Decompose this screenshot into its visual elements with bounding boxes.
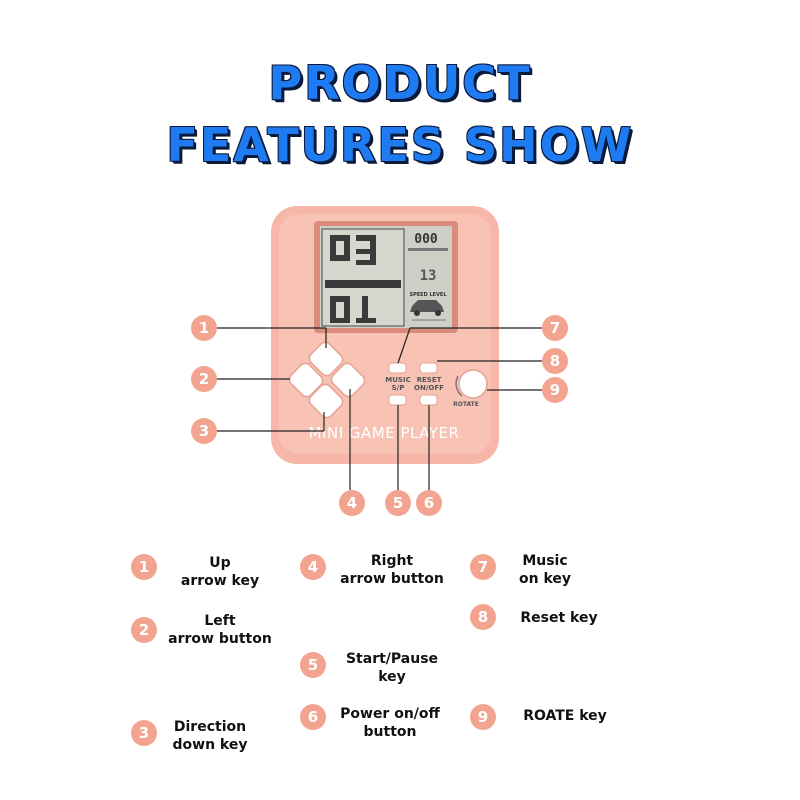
- callout-9: 9: [550, 381, 560, 399]
- legend-9-line1: ROATE key: [523, 708, 607, 724]
- legend-item-power: Power on/off button: [326, 705, 454, 741]
- callout-5: 5: [393, 494, 403, 512]
- callout-4: 4: [347, 494, 357, 512]
- reset-label: RESET: [417, 376, 442, 384]
- legend-3-line2: down key: [172, 737, 248, 753]
- legend-item-rotate: ROATE key: [500, 707, 630, 725]
- brand-text: MINI GAME PLAYER: [309, 424, 460, 442]
- legend-badge-5: 5: [300, 652, 326, 678]
- legend-1-line1: Up: [209, 555, 231, 571]
- legend-5-line2: key: [378, 669, 406, 685]
- music-label: MUSIC: [385, 376, 410, 384]
- callout-6: 6: [424, 494, 434, 512]
- legend-4-line1: Right: [370, 553, 414, 569]
- sp-label: S/P: [392, 384, 405, 392]
- tetris-blocks: [325, 235, 401, 323]
- legend-5-line1: Start/Pause: [345, 651, 439, 667]
- legend-7-line2: on key: [518, 571, 571, 587]
- callout-8: 8: [550, 352, 560, 370]
- legend-3-line1: Direction: [173, 719, 247, 735]
- score-readout: 000: [414, 232, 438, 247]
- score-bar: [408, 248, 448, 251]
- callout-badges: [191, 315, 568, 516]
- speed-level-label: SPEED LEVEL: [409, 292, 447, 298]
- up-arrow-button[interactable]: [307, 340, 345, 378]
- legend-badge-9: 9: [470, 704, 496, 730]
- legend-item-music: Music on key: [500, 552, 590, 588]
- music-button[interactable]: [388, 362, 407, 374]
- power-button[interactable]: [419, 394, 438, 406]
- legend-2-line1: Left: [204, 613, 236, 629]
- level-digits: 13: [420, 268, 437, 284]
- legend-item-up: Up arrow key: [160, 554, 280, 590]
- legend-badge-3: 3: [131, 720, 157, 746]
- legend-6-line1: Power on/off: [340, 706, 440, 722]
- right-arrow-button[interactable]: [329, 361, 367, 399]
- legend-badge-8: 8: [470, 604, 496, 630]
- legend-2-line2: arrow button: [168, 631, 272, 647]
- down-arrow-button[interactable]: [307, 382, 345, 420]
- rotate-label: ROTATE: [453, 401, 479, 408]
- legend-8-line1: Reset key: [520, 610, 598, 626]
- rotate-button[interactable]: [458, 369, 488, 399]
- legend-badge-4: 4: [300, 554, 326, 580]
- callout-2: 2: [199, 370, 209, 388]
- legend-badge-1: 1: [131, 554, 157, 580]
- legend-1-line2: arrow key: [180, 573, 260, 589]
- callout-3: 3: [199, 422, 209, 440]
- legend-badge-7: 7: [470, 554, 496, 580]
- reset-button[interactable]: [419, 362, 438, 374]
- legend-item-start-pause: Start/Pause key: [330, 650, 454, 686]
- legend-badge-2: 2: [131, 617, 157, 643]
- callout-1: 1: [199, 319, 209, 337]
- legend-item-down: Direction down key: [160, 718, 260, 754]
- callout-7: 7: [550, 319, 560, 337]
- legend-badge-6: 6: [300, 704, 326, 730]
- rotate-arrow-icon: [455, 375, 463, 397]
- start-pause-button[interactable]: [388, 394, 407, 406]
- title-line-1: PRODUCT: [268, 56, 532, 110]
- legend-item-left: Left arrow button: [160, 612, 280, 648]
- legend-7-line1: Music: [522, 553, 568, 569]
- title-line-2: FEATURES SHOW: [166, 118, 634, 172]
- left-arrow-button[interactable]: [287, 361, 325, 399]
- legend-6-line2: button: [363, 724, 417, 740]
- legend-item-right: Right arrow button: [330, 552, 454, 588]
- car-icon: [410, 300, 444, 312]
- legend-item-reset: Reset key: [500, 609, 618, 627]
- onoff-label: ON/OFF: [414, 384, 444, 392]
- legend-4-line2: arrow button: [340, 571, 444, 587]
- game-device-diagram: 000 13 SPEED LEVEL MUSIC S/P RESET ON/OF…: [191, 206, 568, 516]
